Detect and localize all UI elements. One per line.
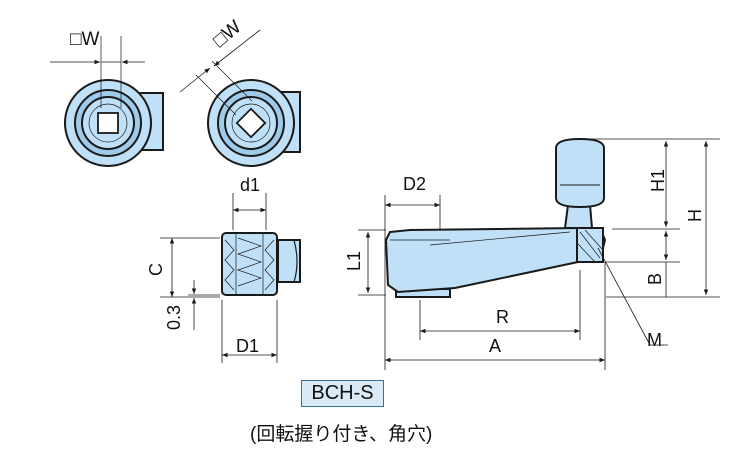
label-offset-03: 0.3 <box>164 305 184 330</box>
crank-handle-side <box>358 137 720 370</box>
label-w-left: □W <box>70 29 99 50</box>
label-w-right: □W <box>209 17 245 52</box>
label-A: A <box>489 336 501 356</box>
label-M: M <box>647 330 662 350</box>
label-D1: D1 <box>236 336 259 356</box>
label-D2: D2 <box>403 174 426 194</box>
model-badge: BCH-S <box>301 380 384 407</box>
label-L1: L1 <box>344 251 364 271</box>
label-H1: H1 <box>648 169 668 192</box>
label-H: H <box>685 209 705 222</box>
model-caption: (回転握り付き、角穴) <box>250 424 433 445</box>
hub-section <box>160 193 301 363</box>
label-B: B <box>645 273 665 285</box>
label-R: R <box>496 307 509 327</box>
label-c: C <box>146 263 166 276</box>
label-d1: d1 <box>240 175 260 195</box>
hub-view-bch50s <box>50 36 164 167</box>
hub-view-rotated <box>179 29 301 167</box>
